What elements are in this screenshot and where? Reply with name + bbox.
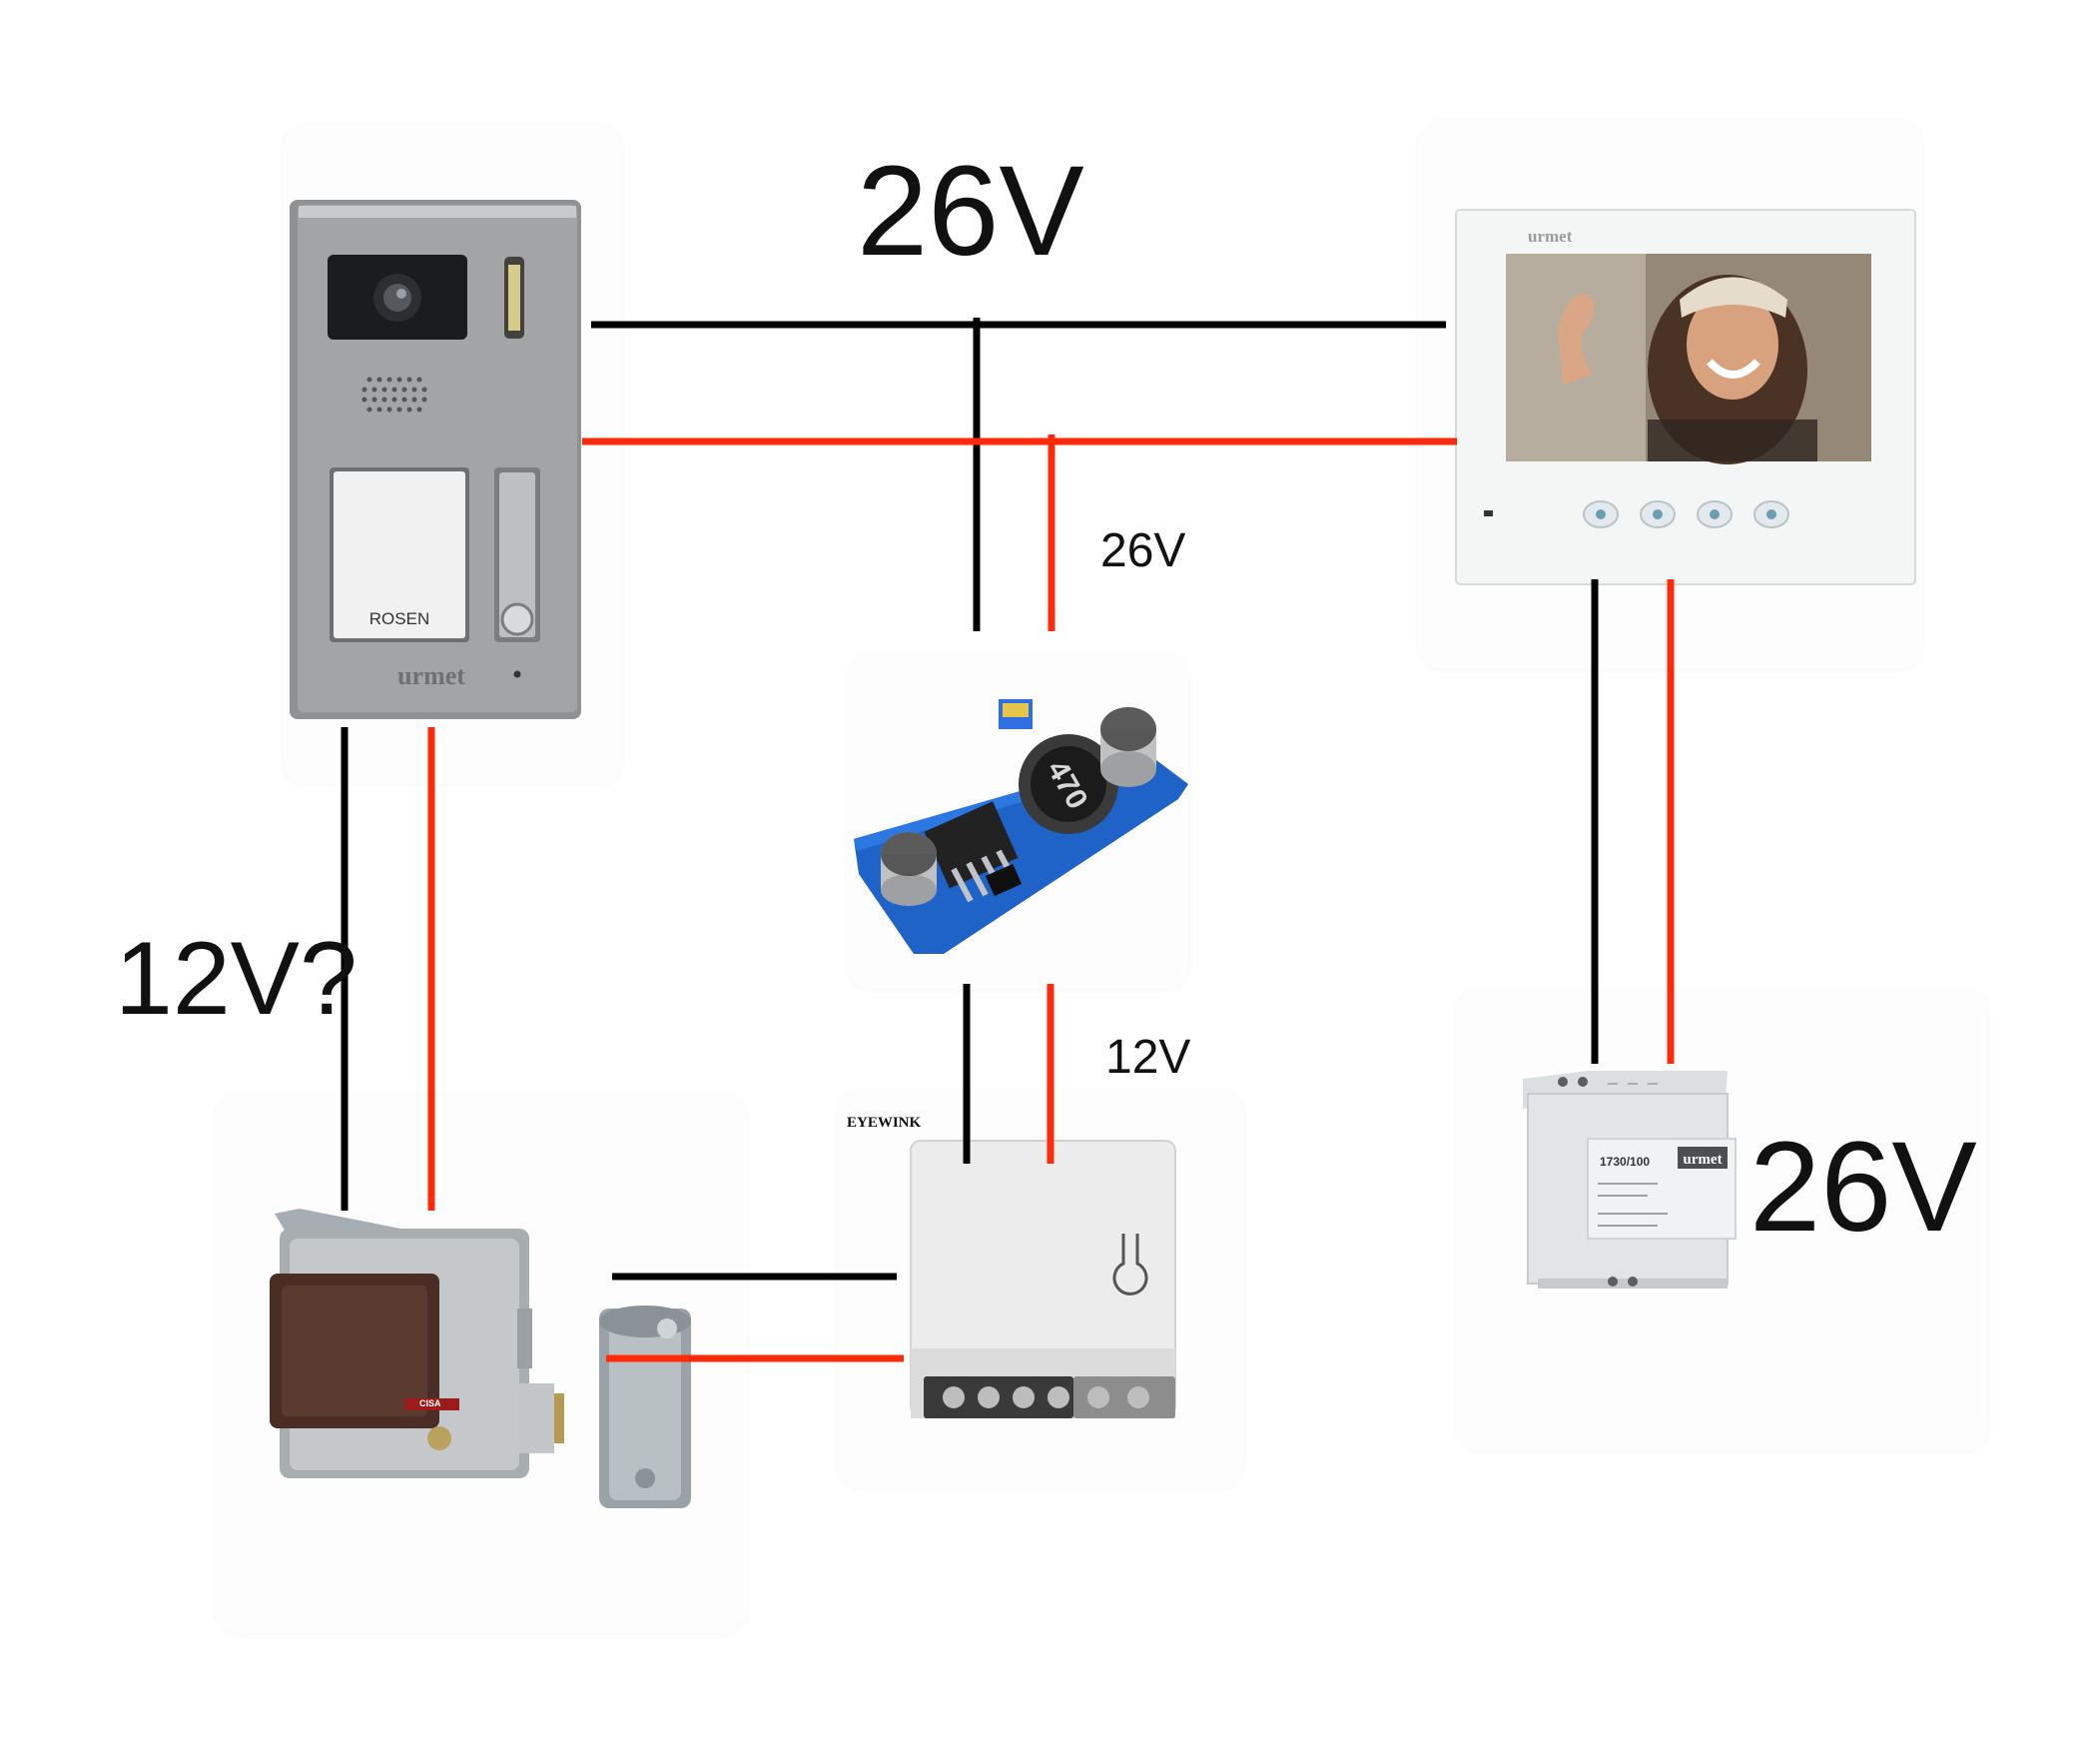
psu-model: 1730/100 <box>1600 1155 1650 1169</box>
psu-brand: urmet <box>1683 1152 1722 1168</box>
lock-strike-icon <box>599 1305 691 1508</box>
monitor-buttons <box>1583 500 1789 528</box>
smart-relay-icon: EYEWINK <box>847 1115 1176 1418</box>
psu-voltage-label: 26V <box>1750 1116 1977 1259</box>
lock-brand: CISA <box>419 1398 441 1408</box>
video-monitor-icon: urmet <box>1455 209 1916 585</box>
monitor-brand: urmet <box>1528 227 1573 246</box>
lock-voltage-label: 12V? <box>115 921 357 1037</box>
buck-converter-icon: 470 <box>854 699 1188 954</box>
converter-output-voltage-label: 12V <box>1105 1031 1191 1084</box>
door-station-brand: urmet <box>397 661 465 690</box>
relay-brand: EYEWINK <box>847 1115 922 1131</box>
converter-input-voltage-label: 26V <box>1100 524 1186 577</box>
speaker-grille <box>361 377 427 413</box>
electric-lock-icon: CISA <box>270 1209 564 1478</box>
wires <box>341 318 1675 1362</box>
name-tag-label: ROSEN <box>369 609 429 628</box>
bus-voltage-label: 26V <box>857 140 1084 283</box>
door-station-icon: ROSEN urmet <box>290 200 581 719</box>
din-power-supply-icon: urmet 1730/100 <box>1523 1071 1737 1289</box>
